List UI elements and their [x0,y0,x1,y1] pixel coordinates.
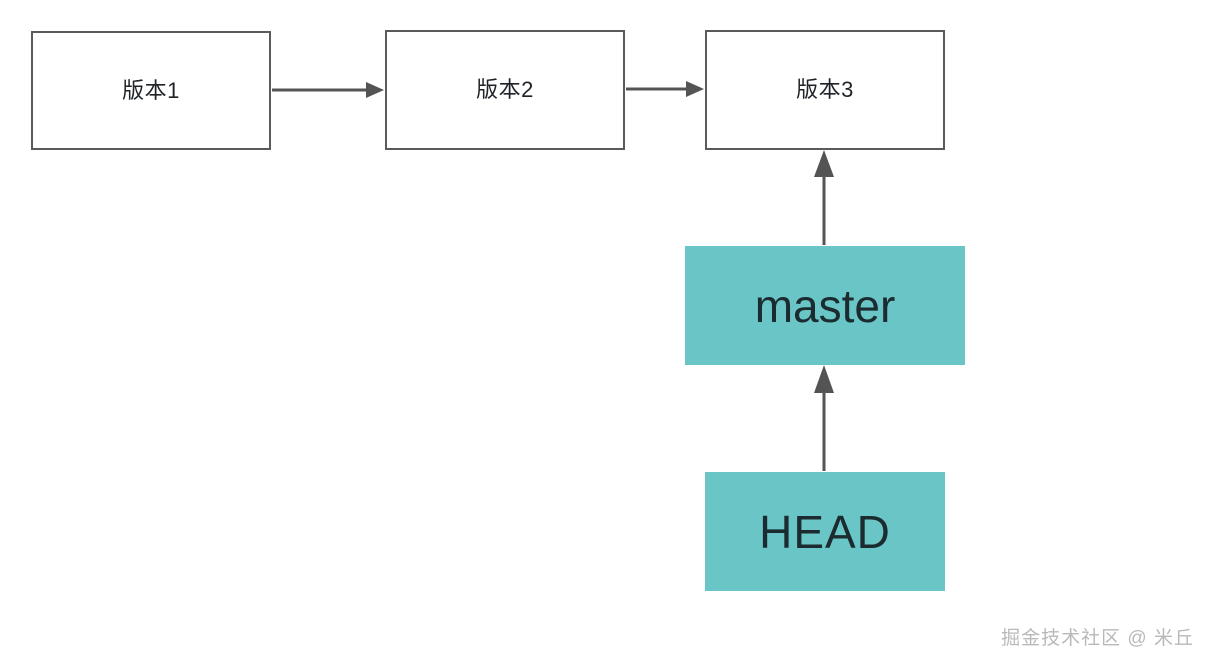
node-version-3-label: 版本3 [796,77,854,102]
node-branch-master-label: master [754,279,896,332]
node-pointer-head-label: HEAD [759,505,891,558]
edge-v2-to-v3 [626,81,704,97]
node-version-3[interactable]: 版本3 [705,30,945,150]
edge-master-to-v3 [814,150,834,245]
node-version-1-label: 版本1 [122,77,180,103]
watermark-text: 掘金技术社区 @ 米丘 [1001,628,1194,649]
node-version-2-label: 版本2 [476,77,534,102]
node-pointer-head[interactable]: HEAD [705,472,945,591]
node-branch-master[interactable]: master [685,246,965,365]
node-version-2[interactable]: 版本2 [385,30,625,150]
edge-head-to-master [814,365,834,471]
edge-v1-to-v2 [272,82,384,98]
node-version-1[interactable]: 版本1 [31,31,271,150]
